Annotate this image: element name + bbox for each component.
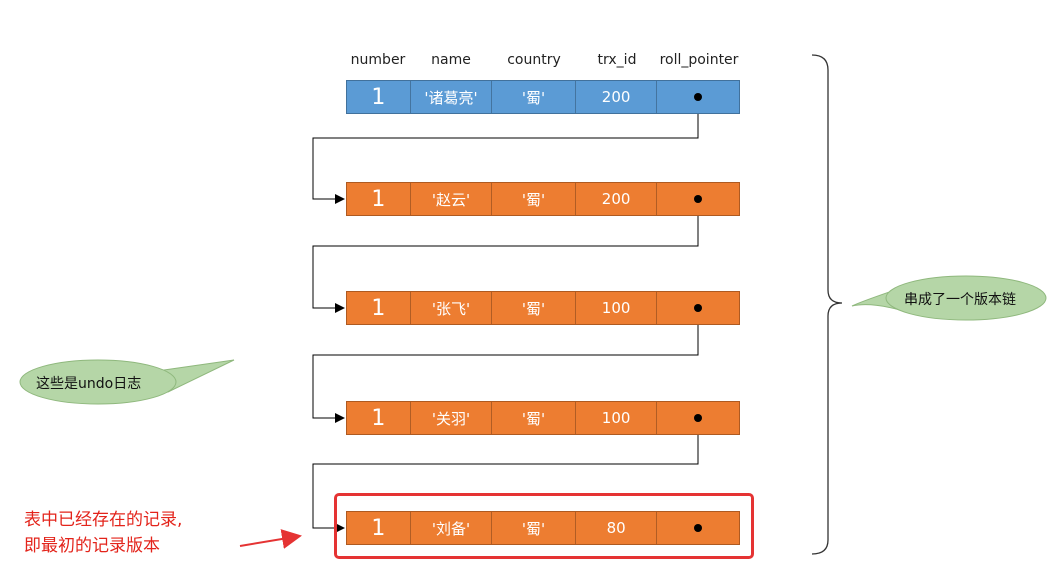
cell-trx-id: 200 xyxy=(576,183,658,215)
cell-country: '蜀' xyxy=(492,183,576,215)
cell-number: 1 xyxy=(347,512,411,544)
cell-number: 1 xyxy=(347,81,411,113)
cell-roll-pointer xyxy=(657,81,739,113)
cell-trx-id: 80 xyxy=(576,512,658,544)
cell-roll-pointer xyxy=(657,183,739,215)
pointer-dot xyxy=(694,304,703,312)
cell-roll-pointer xyxy=(657,292,739,324)
cell-country: '蜀' xyxy=(492,292,576,324)
undo-bubble-body xyxy=(19,359,177,405)
pointer-dot xyxy=(694,93,703,101)
original-record-highlight xyxy=(334,493,754,559)
cell-trx-id: 200 xyxy=(576,81,658,113)
cell-name: '赵云' xyxy=(411,183,493,215)
cell-trx-id: 100 xyxy=(576,292,658,324)
header-number: number xyxy=(350,52,406,68)
header-country: country xyxy=(507,52,561,68)
pointer-line-3 xyxy=(312,308,699,423)
cell-name: '刘备' xyxy=(411,512,493,544)
note-arrow xyxy=(239,529,302,549)
header-roll-pointer: roll_pointer xyxy=(659,52,739,68)
header-name: name xyxy=(431,52,471,68)
brace xyxy=(811,54,843,555)
note-line-2: 即最初的记录版本 xyxy=(24,536,160,556)
cell-number: 1 xyxy=(347,183,411,215)
version-chain-bubble-body xyxy=(885,275,1047,321)
pointer-line-2 xyxy=(312,199,699,313)
pointer-dot xyxy=(694,414,703,422)
cell-name: '关羽' xyxy=(411,402,493,434)
cell-country: '蜀' xyxy=(492,81,576,113)
undo-log-label: 这些是undo日志 xyxy=(36,376,142,392)
cell-name: '张飞' xyxy=(411,292,493,324)
original-record-note: 表中已经存在的记录, 即最初的记录版本 xyxy=(24,507,182,559)
note-line-1: 表中已经存在的记录, xyxy=(24,510,183,530)
pointer-line-4 xyxy=(312,418,699,533)
pointer-line-1 xyxy=(312,97,699,204)
cell-number: 1 xyxy=(347,402,411,434)
cell-country: '蜀' xyxy=(492,402,576,434)
pointer-dot xyxy=(694,195,703,203)
original-record-row: 1 '刘备' '蜀' 80 xyxy=(346,511,740,545)
undo-row-3: 1 '关羽' '蜀' 100 xyxy=(346,401,740,435)
cell-name: '诸葛亮' xyxy=(411,81,493,113)
version-chain-label: 串成了一个版本链 xyxy=(904,292,1016,308)
cell-roll-pointer xyxy=(657,402,739,434)
undo-row-2: 1 '张飞' '蜀' 100 xyxy=(346,291,740,325)
undo-row-1: 1 '赵云' '蜀' 200 xyxy=(346,182,740,216)
header-trx-id: trx_id xyxy=(597,52,637,68)
cell-roll-pointer xyxy=(657,512,739,544)
pointer-dot xyxy=(694,524,703,532)
cell-country: '蜀' xyxy=(492,512,576,544)
record-row-current: 1 '诸葛亮' '蜀' 200 xyxy=(346,80,740,114)
cell-number: 1 xyxy=(347,292,411,324)
cell-trx-id: 100 xyxy=(576,402,658,434)
